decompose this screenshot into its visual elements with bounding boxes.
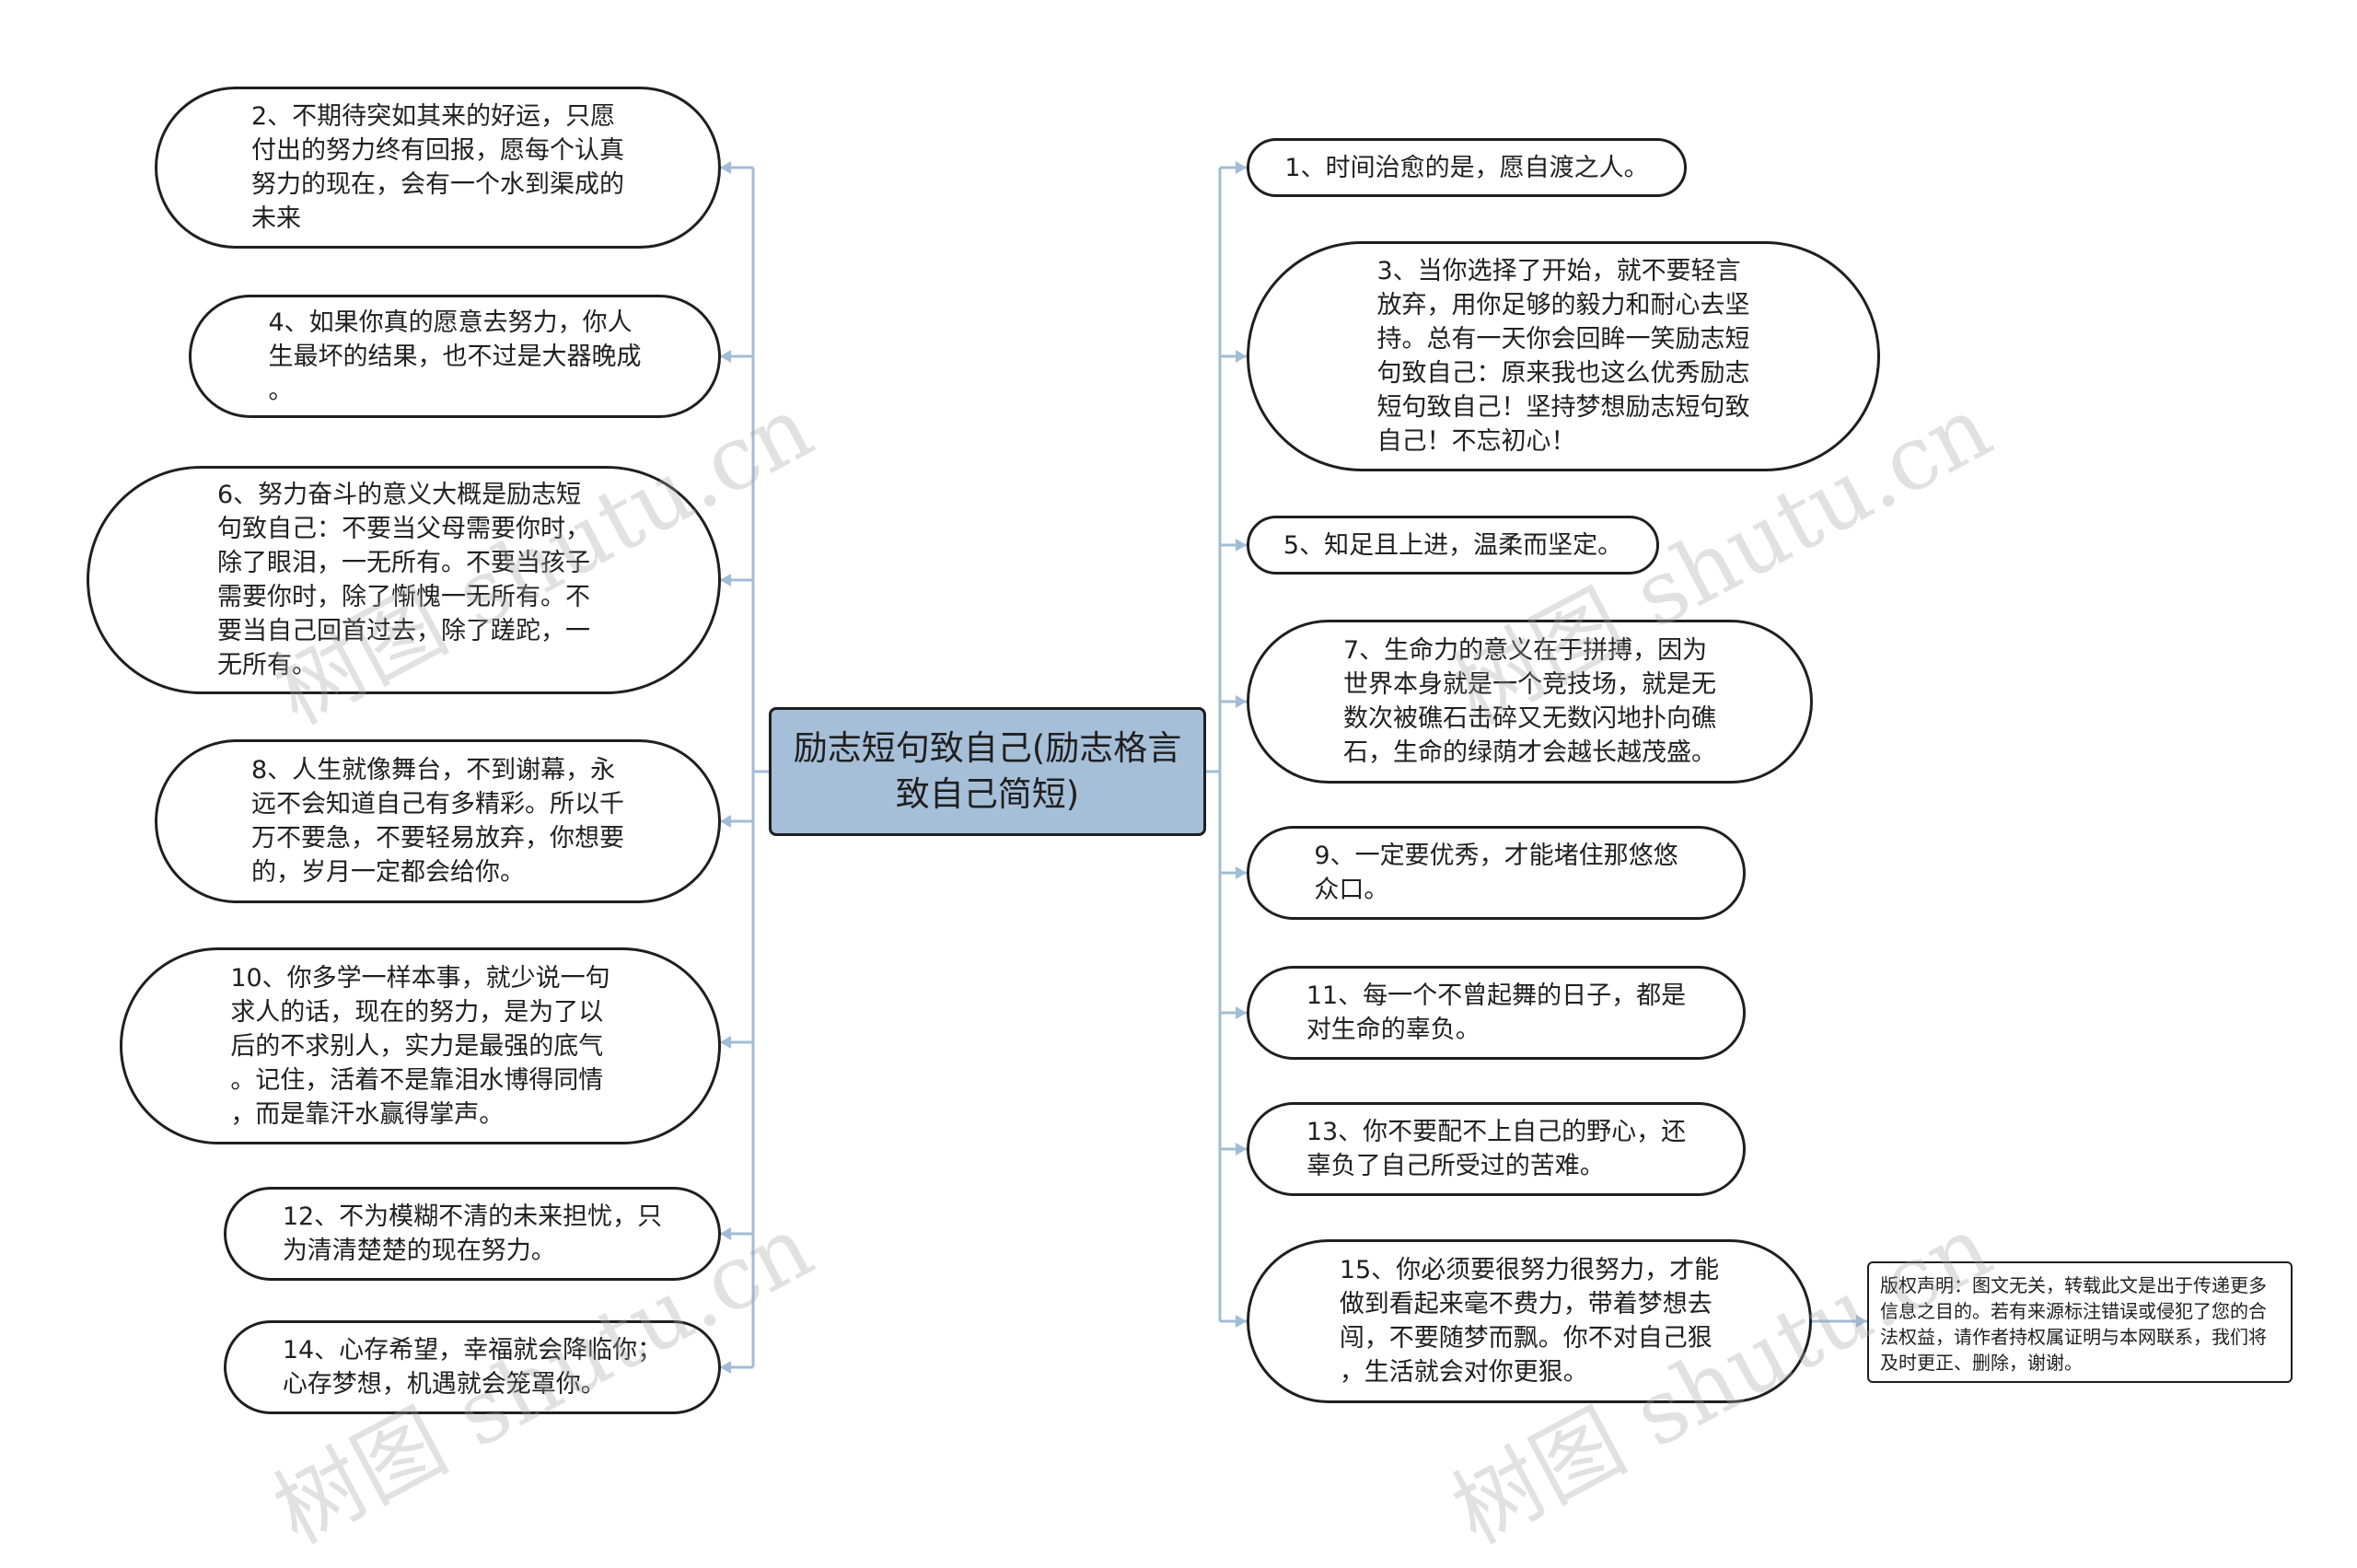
arrow-node-12: [720, 1227, 731, 1240]
topic-node-7-text: 7、生命力的意义在于拼搏，因为 世界本身就是一个竞技场，就是无 数次被礁石击碎又…: [1343, 636, 1716, 767]
arrow-node-1: [1236, 161, 1247, 174]
root-topic[interactable]: 励志短句致自己(励志格言 致自己简短): [769, 707, 1206, 836]
arrow-node-13: [1236, 1143, 1247, 1156]
topic-node-1[interactable]: 1、时间治愈的是，愿自渡之人。: [1247, 138, 1687, 197]
arrow-node-3: [1236, 350, 1247, 363]
copyright-note[interactable]: 版权声明：图文无关，转载此文是出于传递更多信息之目的。若有来源标注错误或侵犯了您…: [1867, 1261, 2293, 1383]
topic-node-2[interactable]: 2、不期待突如其来的好运，只愿 付出的努力终有回报，愿每个认真 努力的现在，会有…: [155, 87, 721, 249]
arrow-node-8: [720, 815, 731, 828]
arrow-node-11: [1236, 1006, 1247, 1019]
topic-node-2-text: 2、不期待突如其来的好运，只愿 付出的努力终有回报，愿每个认真 努力的现在，会有…: [251, 102, 624, 233]
topic-node-14[interactable]: 14、心存希望，幸福就会降临你； 心存梦想，机遇就会笼罩你。: [224, 1320, 721, 1414]
root-topic-text: 励志短句致自己(励志格言 致自己简短): [793, 728, 1182, 814]
topic-node-7[interactable]: 7、生命力的意义在于拼搏，因为 世界本身就是一个竞技场，就是无 数次被礁石击碎又…: [1247, 620, 1813, 784]
topic-node-15-text: 15、你必须要很努力很努力，才能 做到看起来毫不费力，带着梦想去 闯，不要随梦而…: [1339, 1256, 1720, 1387]
topic-node-9-text: 9、一定要优秀，才能堵住那悠悠 众口。: [1314, 842, 1678, 904]
arrow-node-10: [720, 1036, 731, 1049]
copyright-note-text: 版权声明：图文无关，转载此文是出于传递更多信息之目的。若有来源标注错误或侵犯了您…: [1880, 1274, 2267, 1374]
arrow-node-2: [720, 161, 731, 174]
topic-node-13-text: 13、你不要配不上自己的野心，还 辜负了自己所受过的苦难。: [1306, 1118, 1687, 1180]
topic-node-10-text: 10、你多学一样本事，就少说一句 求人的话，现在的努力，是为了以 后的不求别人，…: [230, 963, 610, 1129]
connector-lines: [720, 161, 1867, 1374]
arrow-node-4: [720, 350, 731, 363]
topic-node-9[interactable]: 9、一定要优秀，才能堵住那悠悠 众口。: [1247, 826, 1746, 920]
topic-node-3[interactable]: 3、当你选择了开始，就不要轻言 放弃，用你足够的毅力和耐心去坚 持。总有一天你会…: [1247, 241, 1880, 471]
topic-node-12-text: 12、不为模糊不清的未来担忧，只 为清清楚楚的现在努力。: [282, 1202, 663, 1265]
arrow-node-5: [1236, 539, 1247, 552]
arrow-node-15: [1236, 1315, 1247, 1328]
topic-node-3-text: 3、当你选择了开始，就不要轻言 放弃，用你足够的毅力和耐心去坚 持。总有一天你会…: [1376, 257, 1750, 456]
topic-node-13[interactable]: 13、你不要配不上自己的野心，还 辜负了自己所受过的苦难。: [1247, 1102, 1746, 1196]
arrow-copyright: [1856, 1315, 1867, 1328]
topic-node-5-text: 5、知足且上进，温柔而坚定。: [1283, 530, 1623, 560]
topic-node-5[interactable]: 5、知足且上进，温柔而坚定。: [1247, 516, 1659, 575]
topic-node-11[interactable]: 11、每一个不曾起舞的日子，都是 对生命的辜负。: [1247, 966, 1746, 1060]
topic-node-4-text: 4、如果你真的愿意去努力，你人 生最坏的结果，也不过是大器晚成 。: [268, 308, 642, 405]
topic-node-15[interactable]: 15、你必须要很努力很努力，才能 做到看起来毫不费力，带着梦想去 闯，不要随梦而…: [1247, 1239, 1812, 1403]
arrow-node-9: [1236, 866, 1247, 879]
arrow-node-14: [720, 1361, 731, 1374]
topic-node-4[interactable]: 4、如果你真的愿意去努力，你人 生最坏的结果，也不过是大器晚成 。: [189, 295, 721, 418]
arrow-node-7: [1236, 695, 1247, 708]
topic-node-6-text: 6、努力奋斗的意义大概是励志短 句致自己：不要当父母需要你时， 除了眼泪，一无所…: [217, 481, 590, 679]
topic-node-14-text: 14、心存希望，幸福就会降临你； 心存梦想，机遇就会笼罩你。: [282, 1336, 663, 1399]
arrow-node-6: [720, 574, 731, 587]
topic-node-11-text: 11、每一个不曾起舞的日子，都是 对生命的辜负。: [1306, 981, 1687, 1044]
topic-node-8[interactable]: 8、人生就像舞台，不到谢幕，永 远不会知道自己有多精彩。所以千 万不要急，不要轻…: [155, 739, 721, 903]
topic-node-1-text: 1、时间治愈的是，愿自渡之人。: [1284, 153, 1649, 182]
topic-node-10[interactable]: 10、你多学一样本事，就少说一句 求人的话，现在的努力，是为了以 后的不求别人，…: [120, 947, 721, 1144]
topic-node-12[interactable]: 12、不为模糊不清的未来担忧，只 为清清楚楚的现在努力。: [224, 1187, 721, 1281]
topic-node-6[interactable]: 6、努力奋斗的意义大概是励志短 句致自己：不要当父母需要你时， 除了眼泪，一无所…: [87, 466, 721, 694]
topic-node-8-text: 8、人生就像舞台，不到谢幕，永 远不会知道自己有多精彩。所以千 万不要急，不要轻…: [251, 756, 624, 887]
